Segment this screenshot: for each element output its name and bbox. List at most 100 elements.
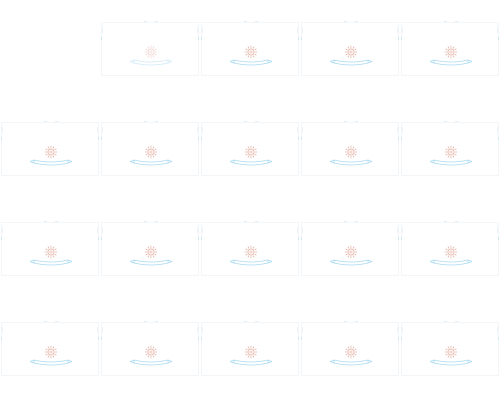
seal-ray (247, 355, 250, 358)
placeholder-card (301, 321, 399, 376)
left-side-tick (301, 237, 302, 240)
left-edge-mark (402, 27, 403, 33)
right-edge-mark (297, 127, 298, 133)
seal-ray (254, 248, 257, 251)
ribbon-banner-icon (130, 59, 172, 66)
right-side-tick (498, 337, 499, 340)
seal-ray (452, 355, 455, 358)
left-side-tick (301, 137, 302, 140)
seal-ray (452, 46, 455, 49)
seal-ray (247, 246, 250, 249)
right-edge-mark (397, 127, 398, 133)
left-edge-mark (402, 327, 403, 333)
sun-seal-icon (444, 45, 458, 59)
seal-ray (154, 48, 157, 51)
seal-ray (454, 153, 457, 156)
seal-ray (447, 46, 450, 49)
seal-ray (54, 253, 57, 256)
right-side-tick (498, 237, 499, 240)
placeholder-card (301, 21, 399, 76)
seal-ray (347, 346, 350, 349)
seal-ray (245, 348, 248, 351)
ribbon-banner-icon (330, 59, 372, 66)
seal-ray (52, 155, 55, 158)
seal-ray (247, 55, 250, 58)
seal-ray (254, 348, 257, 351)
seal-ray (145, 353, 148, 356)
seal-ray (145, 153, 148, 156)
ribbon-banner-icon (230, 59, 272, 66)
seal-ray (247, 255, 250, 258)
seal-ray (152, 355, 155, 358)
seal-ray (145, 348, 148, 351)
placeholder-card (301, 221, 399, 276)
ribbon-banner-icon (430, 59, 472, 66)
right-edge-mark (297, 27, 298, 33)
seal-ray (47, 246, 50, 249)
seal-ray (154, 253, 157, 256)
seal-ray (254, 148, 257, 151)
seal-ray (152, 55, 155, 58)
placeholder-card (301, 121, 399, 176)
seal-ray (354, 353, 357, 356)
seal-ray (354, 253, 357, 256)
seal-ray (247, 155, 250, 158)
seal-ray (154, 353, 157, 356)
seal-ray (47, 355, 50, 358)
seal-ray (452, 55, 455, 58)
right-side-tick (398, 37, 399, 40)
top-crop-marks (402, 21, 498, 25)
seal-ray (54, 348, 57, 351)
seal-ray (452, 155, 455, 158)
ribbon-banner-icon (230, 159, 272, 166)
seal-ray (454, 348, 457, 351)
left-side-tick (201, 137, 202, 140)
seal-ray (54, 353, 57, 356)
top-crop-marks (2, 121, 98, 125)
seal-ray (445, 153, 448, 156)
right-edge-mark (97, 327, 98, 333)
placeholder-card (101, 321, 199, 376)
left-edge-mark (402, 127, 403, 133)
seal-ray (254, 53, 257, 56)
seal-ray (345, 253, 348, 256)
seal-ray (245, 248, 248, 251)
right-side-tick (98, 337, 99, 340)
seal-ray (47, 346, 50, 349)
seal-ray (145, 53, 148, 56)
seal-ray (145, 48, 148, 51)
seal-ray (445, 53, 448, 56)
top-crop-marks (102, 321, 198, 325)
right-side-tick (198, 337, 199, 340)
seal-ray (54, 153, 57, 156)
right-side-tick (398, 237, 399, 240)
seal-ray (445, 253, 448, 256)
ribbon-banner-icon (30, 259, 72, 266)
seal-ray (247, 346, 250, 349)
seal-ray (347, 155, 350, 158)
placeholder-card (101, 221, 199, 276)
left-side-tick (301, 37, 302, 40)
seal-ray (254, 353, 257, 356)
left-side-tick (401, 237, 402, 240)
seal-ray (347, 46, 350, 49)
left-edge-mark (402, 227, 403, 233)
seal-ray (354, 148, 357, 151)
seal-ray (147, 246, 150, 249)
ribbon-banner-icon (130, 159, 172, 166)
seal-ray (52, 146, 55, 149)
right-side-tick (498, 37, 499, 40)
seal-ray (447, 246, 450, 249)
seal-ray (452, 255, 455, 258)
seal-ray (352, 246, 355, 249)
left-side-tick (401, 37, 402, 40)
top-crop-marks (402, 121, 498, 125)
right-edge-mark (197, 227, 198, 233)
seal-ray (345, 153, 348, 156)
top-crop-marks (202, 121, 298, 125)
right-side-tick (298, 237, 299, 240)
ribbon-banner-icon (430, 359, 472, 366)
seal-ray (345, 48, 348, 51)
right-edge-mark (197, 27, 198, 33)
top-crop-marks (302, 21, 398, 25)
